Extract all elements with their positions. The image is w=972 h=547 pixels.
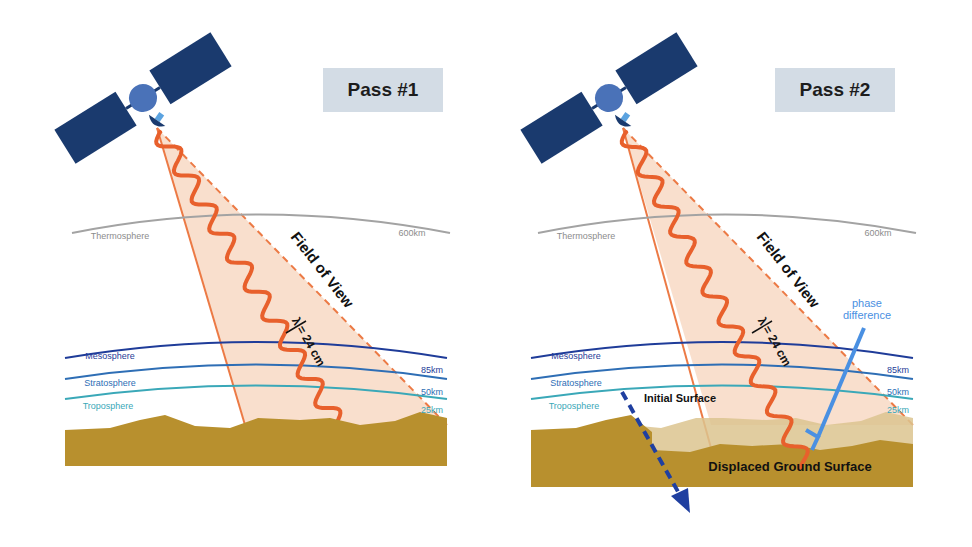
ground-surface: [65, 412, 447, 466]
pass-title: Pass #1: [348, 79, 419, 101]
pass-box: Pass #1: [323, 68, 443, 112]
layer-label: Thermosphere: [557, 232, 616, 242]
altitude-label: 50km: [421, 388, 443, 398]
stratosphere-arc: [65, 365, 447, 380]
field-of-view: [623, 128, 913, 425]
surface-label: Initial Surface: [644, 392, 716, 404]
antenna: [612, 108, 636, 130]
ground-surface: [531, 415, 652, 487]
antenna: [146, 108, 170, 130]
layer-label: Mesosphere: [85, 352, 135, 362]
altitude-label: 600km: [398, 229, 425, 239]
altitude-label: 50km: [887, 388, 909, 398]
altitude-label: 85km: [421, 366, 443, 376]
satellite: [520, 32, 697, 163]
layer-label: Troposphere: [549, 402, 600, 412]
pass-box: Pass #2: [775, 68, 895, 112]
altitude-label: 85km: [887, 366, 909, 376]
displacement-arrow: [622, 392, 681, 497]
layer-label: Stratosphere: [550, 379, 602, 389]
phase-label: phase difference: [832, 297, 902, 321]
altitude-label: 25km: [421, 406, 443, 416]
altitude-label: 25km: [887, 406, 909, 416]
satellite: [54, 32, 231, 163]
layer-label: Troposphere: [83, 402, 134, 412]
phase-leader: [818, 328, 864, 437]
altitude-label: 600km: [864, 229, 891, 239]
thermosphere-arc: [72, 215, 450, 234]
layer-label: Stratosphere: [84, 379, 136, 389]
radar-wave: [156, 132, 340, 432]
pass-title: Pass #2: [800, 79, 871, 101]
radar-wave: [622, 132, 808, 468]
thermosphere-arc: [538, 215, 916, 234]
arrow-head: [671, 488, 690, 513]
displaced-ground: [652, 440, 913, 487]
layer-label: Thermosphere: [91, 232, 150, 242]
surface-label: Displaced Ground Surface: [708, 460, 871, 474]
layer-label: Mesosphere: [551, 352, 601, 362]
phase-bracket: [806, 430, 818, 450]
stratosphere-arc: [531, 365, 913, 380]
fov-edge: [623, 128, 913, 425]
